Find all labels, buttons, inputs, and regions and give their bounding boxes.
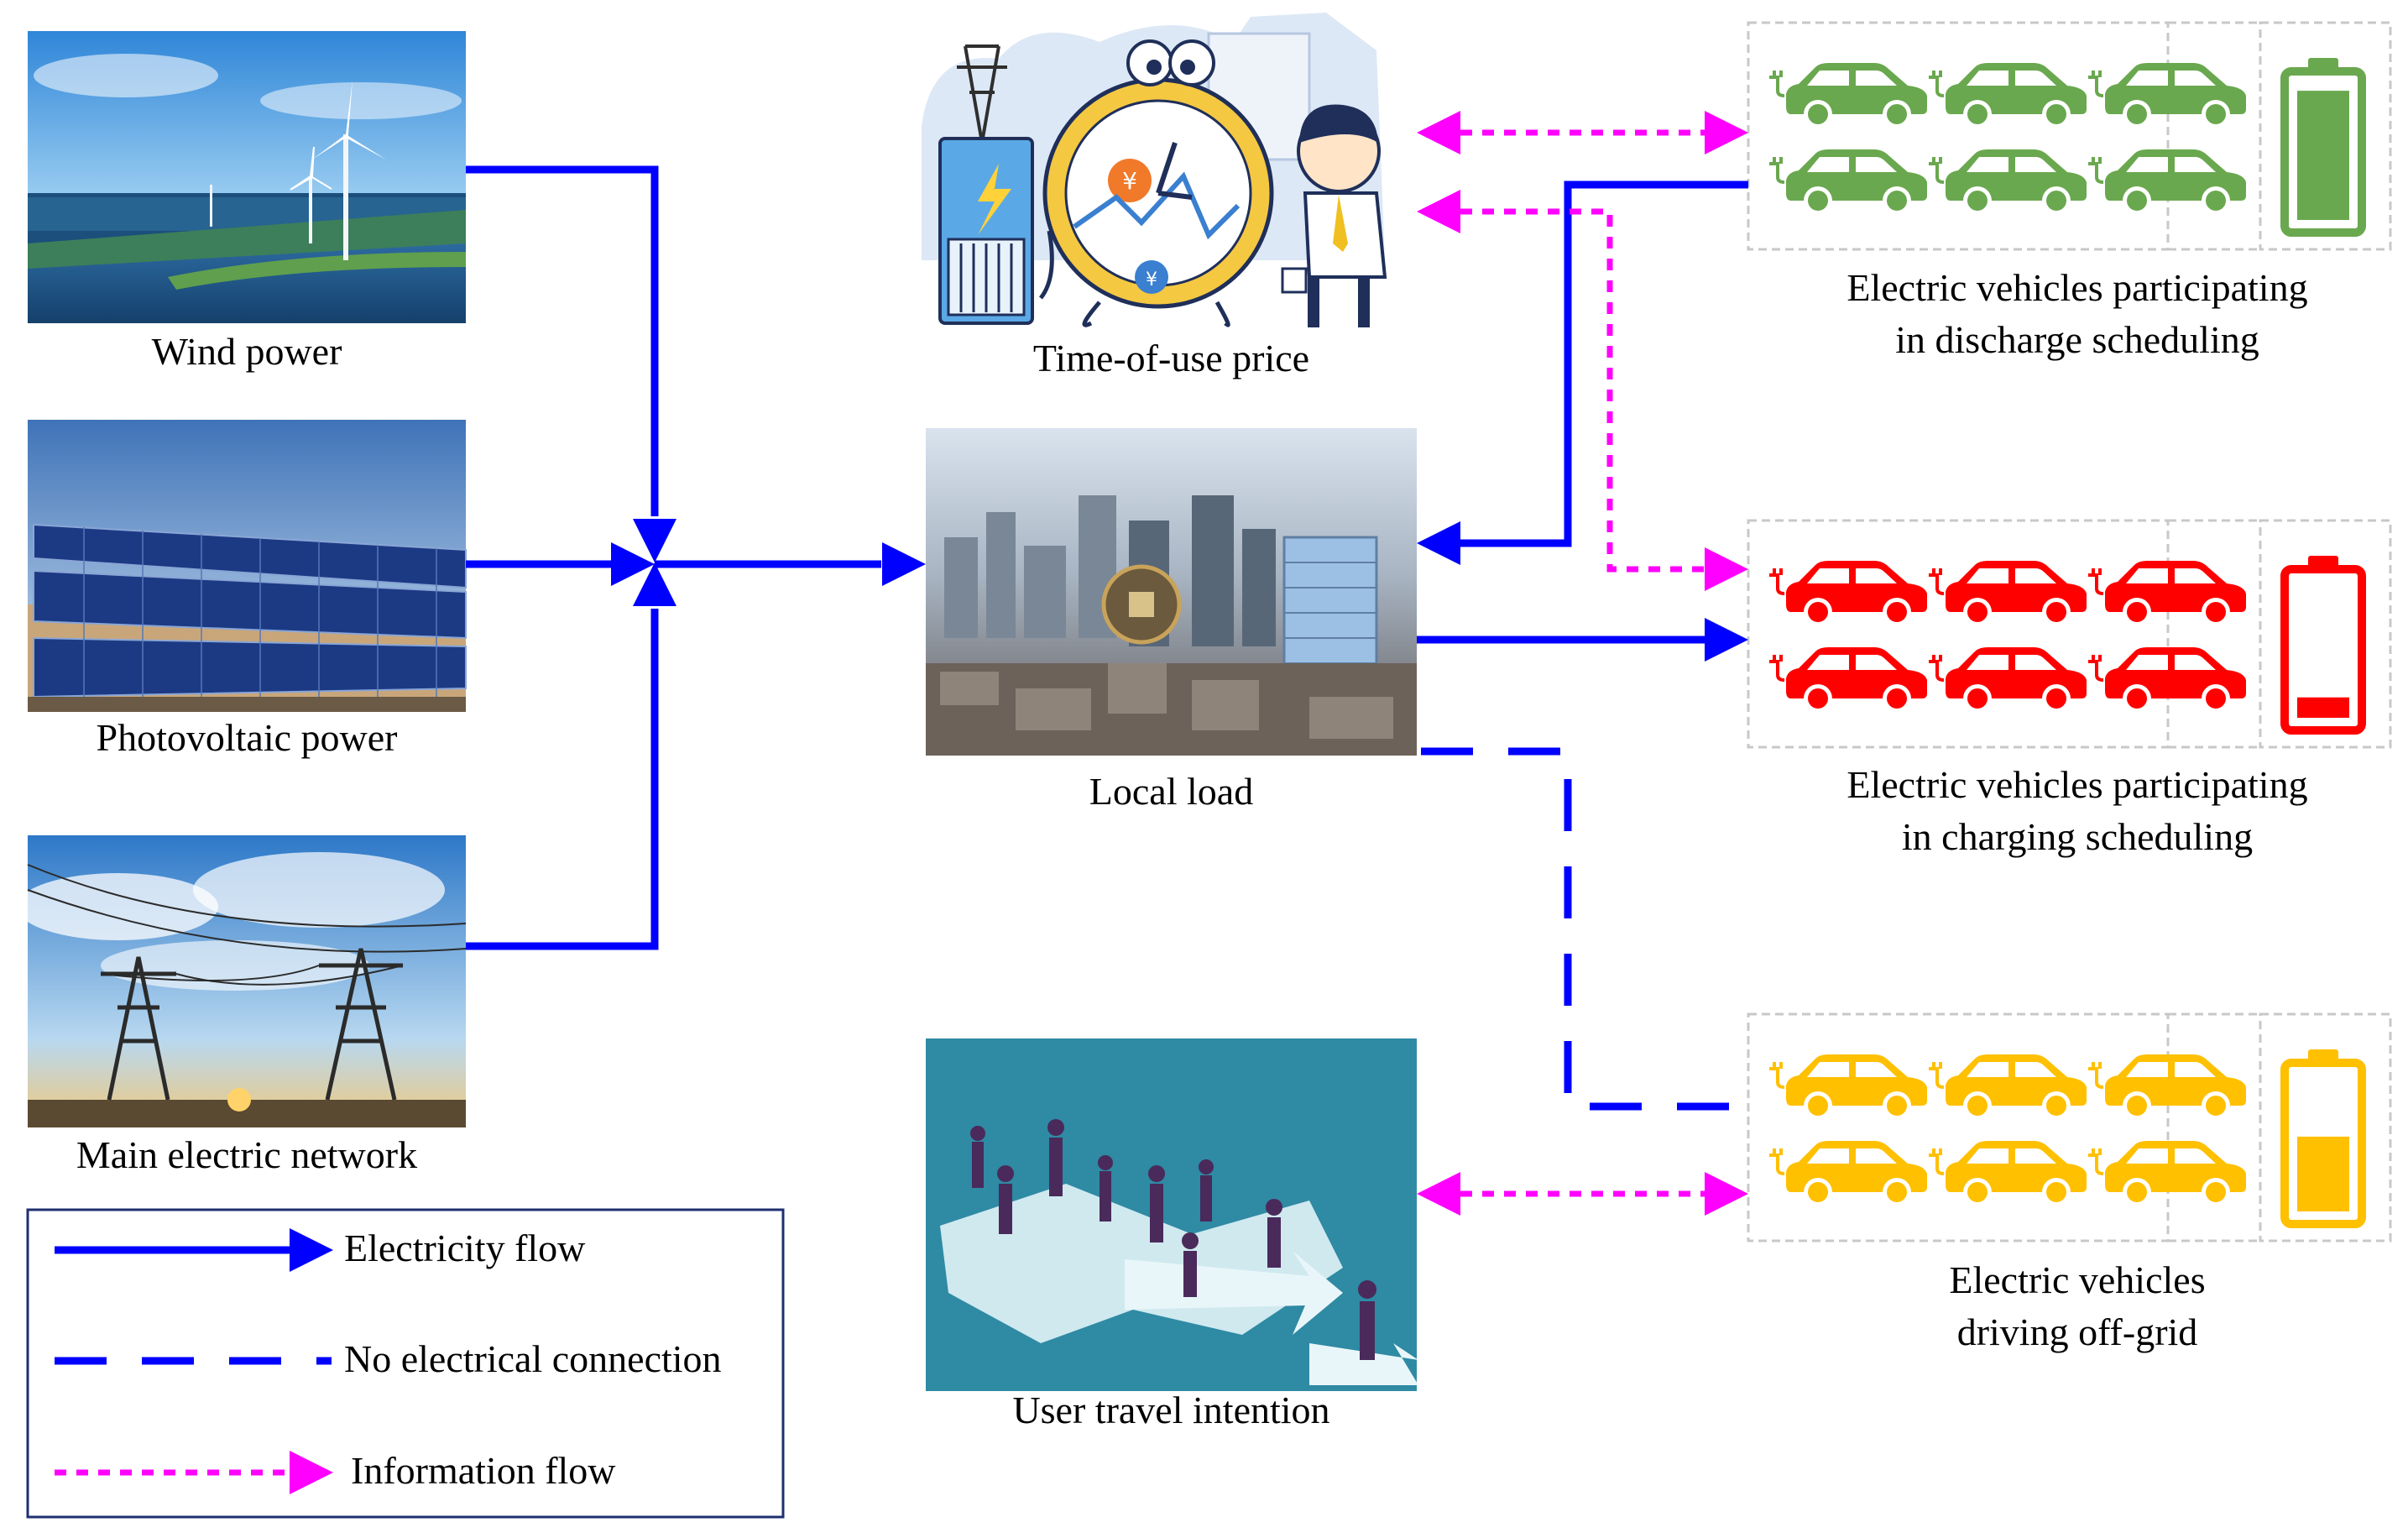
main-electric-network-image: [17, 835, 467, 1127]
battery-icon: [2280, 58, 2366, 237]
user-travel-intention-image: [926, 1038, 1418, 1391]
price-info-arrowhead-right: [1705, 111, 1748, 154]
plug-icon: [1929, 1148, 1945, 1175]
electric-car-icon: [1929, 1054, 2087, 1120]
plug-icon: [2088, 1062, 2104, 1089]
electric-car-icon: [1769, 1054, 1927, 1120]
plug-icon: [1929, 157, 1945, 184]
photovoltaic-power-image: [28, 420, 467, 712]
plug-icon: [1769, 1148, 1785, 1175]
ev-panels: [1747, 21, 2392, 1242]
wind-power-image: [28, 31, 466, 323]
electric-car-icon: [2088, 647, 2246, 713]
legend-no-connection-label: No electrical connection: [344, 1337, 722, 1380]
charging-group-label-line1: Electric vehicles participating: [1846, 763, 2308, 806]
offgrid-ev-group: [1747, 1012, 2392, 1242]
plug-icon: [1929, 1062, 1945, 1089]
hub-to-load-arrowhead: [882, 542, 926, 586]
plug-icon: [1929, 568, 1945, 595]
main-electric-network-label: Main electric network: [76, 1133, 418, 1176]
travel-info-arrowhead-left: [1417, 1172, 1460, 1216]
load-to-charging-arrowhead: [1705, 618, 1748, 662]
connectors: [466, 111, 1748, 1216]
grid-arrowhead: [633, 562, 676, 606]
legend: [26, 1208, 785, 1519]
electric-car-icon: [1769, 1141, 1927, 1206]
electric-car-icon: [2088, 1054, 2246, 1120]
plug-icon: [2088, 1148, 2104, 1175]
plug-icon: [2088, 655, 2104, 682]
plug-icon: [1769, 157, 1785, 184]
charging-group-label-line2: in charging scheduling: [1901, 815, 2254, 858]
legend-electricity-arrowhead: [290, 1228, 333, 1272]
electric-car-icon: [2088, 149, 2246, 215]
electric-car-icon: [1769, 561, 1927, 626]
local-load-label: Local load: [1089, 770, 1254, 813]
electric-car-icon: [1929, 647, 2087, 713]
legend-information-arrowhead: [290, 1451, 333, 1494]
time-of-use-price-label: Time-of-use price: [1032, 337, 1310, 379]
electric-car-icon: [1929, 561, 2087, 626]
wind-power-label: Wind power: [151, 330, 342, 373]
offgrid-group-label-line2: driving off-grid: [1956, 1310, 2198, 1353]
plug-icon: [1769, 71, 1785, 97]
discharge-group-label-line2: in discharge scheduling: [1895, 318, 2259, 361]
plug-icon: [2088, 157, 2104, 184]
travel-info-arrowhead-right: [1705, 1172, 1748, 1216]
battery-icon: [2280, 1049, 2366, 1228]
price-charging-info-arrowhead-right: [1705, 547, 1748, 591]
electric-car-icon: [1929, 1141, 2087, 1206]
electric-car-icon: [2088, 561, 2246, 626]
legend-information-flow-label: Information flow: [351, 1449, 616, 1492]
user-travel-intention-label: User travel intention: [1012, 1389, 1330, 1431]
electric-car-icon: [1769, 647, 1927, 713]
pv-arrowhead: [611, 542, 655, 586]
plug-icon: [2088, 71, 2104, 97]
discharge-to-load-arrowhead: [1417, 521, 1460, 565]
offgrid-group-label-line1: Electric vehicles: [1949, 1258, 2206, 1301]
plug-icon: [2088, 568, 2104, 595]
electric-car-icon: [1769, 149, 1927, 215]
price-charging-info-line: [1460, 208, 1705, 573]
wind-to-hub-line: [466, 165, 659, 516]
plug-icon: [1769, 568, 1785, 595]
discharge-to-load-line: [1460, 180, 1748, 547]
legend-electricity-flow-label: Electricity flow: [344, 1227, 586, 1269]
photovoltaic-power-label: Photovoltaic power: [96, 716, 398, 759]
plug-icon: [1929, 655, 1945, 682]
price-charging-info-arrowhead-left: [1417, 190, 1460, 233]
load-to-offgrid-dashed-line: [1421, 747, 1744, 1111]
electric-car-icon: [1929, 63, 2087, 128]
local-load-image: [926, 428, 1417, 756]
yuan-symbol-lower: ¥: [1146, 269, 1157, 290]
plug-icon: [1929, 71, 1945, 97]
wind-arrowhead: [633, 519, 676, 562]
battery-icon: [2280, 556, 2366, 735]
discharge-ev-group: [1747, 21, 2392, 251]
time-of-use-price-image: ¥ ¥: [922, 13, 1387, 327]
plug-icon: [1769, 1062, 1785, 1089]
plug-icon: [1769, 655, 1785, 682]
electric-car-icon: [2088, 63, 2246, 128]
charging-ev-group: [1747, 519, 2392, 749]
electric-car-icon: [1929, 149, 2087, 215]
grid-to-hub-line: [466, 609, 659, 950]
price-info-arrowhead-left: [1417, 111, 1460, 154]
yuan-symbol-upper: ¥: [1122, 167, 1137, 195]
electric-car-icon: [2088, 1141, 2246, 1206]
electric-car-icon: [1769, 63, 1927, 128]
discharge-group-label-line1: Electric vehicles participating: [1846, 266, 2308, 309]
